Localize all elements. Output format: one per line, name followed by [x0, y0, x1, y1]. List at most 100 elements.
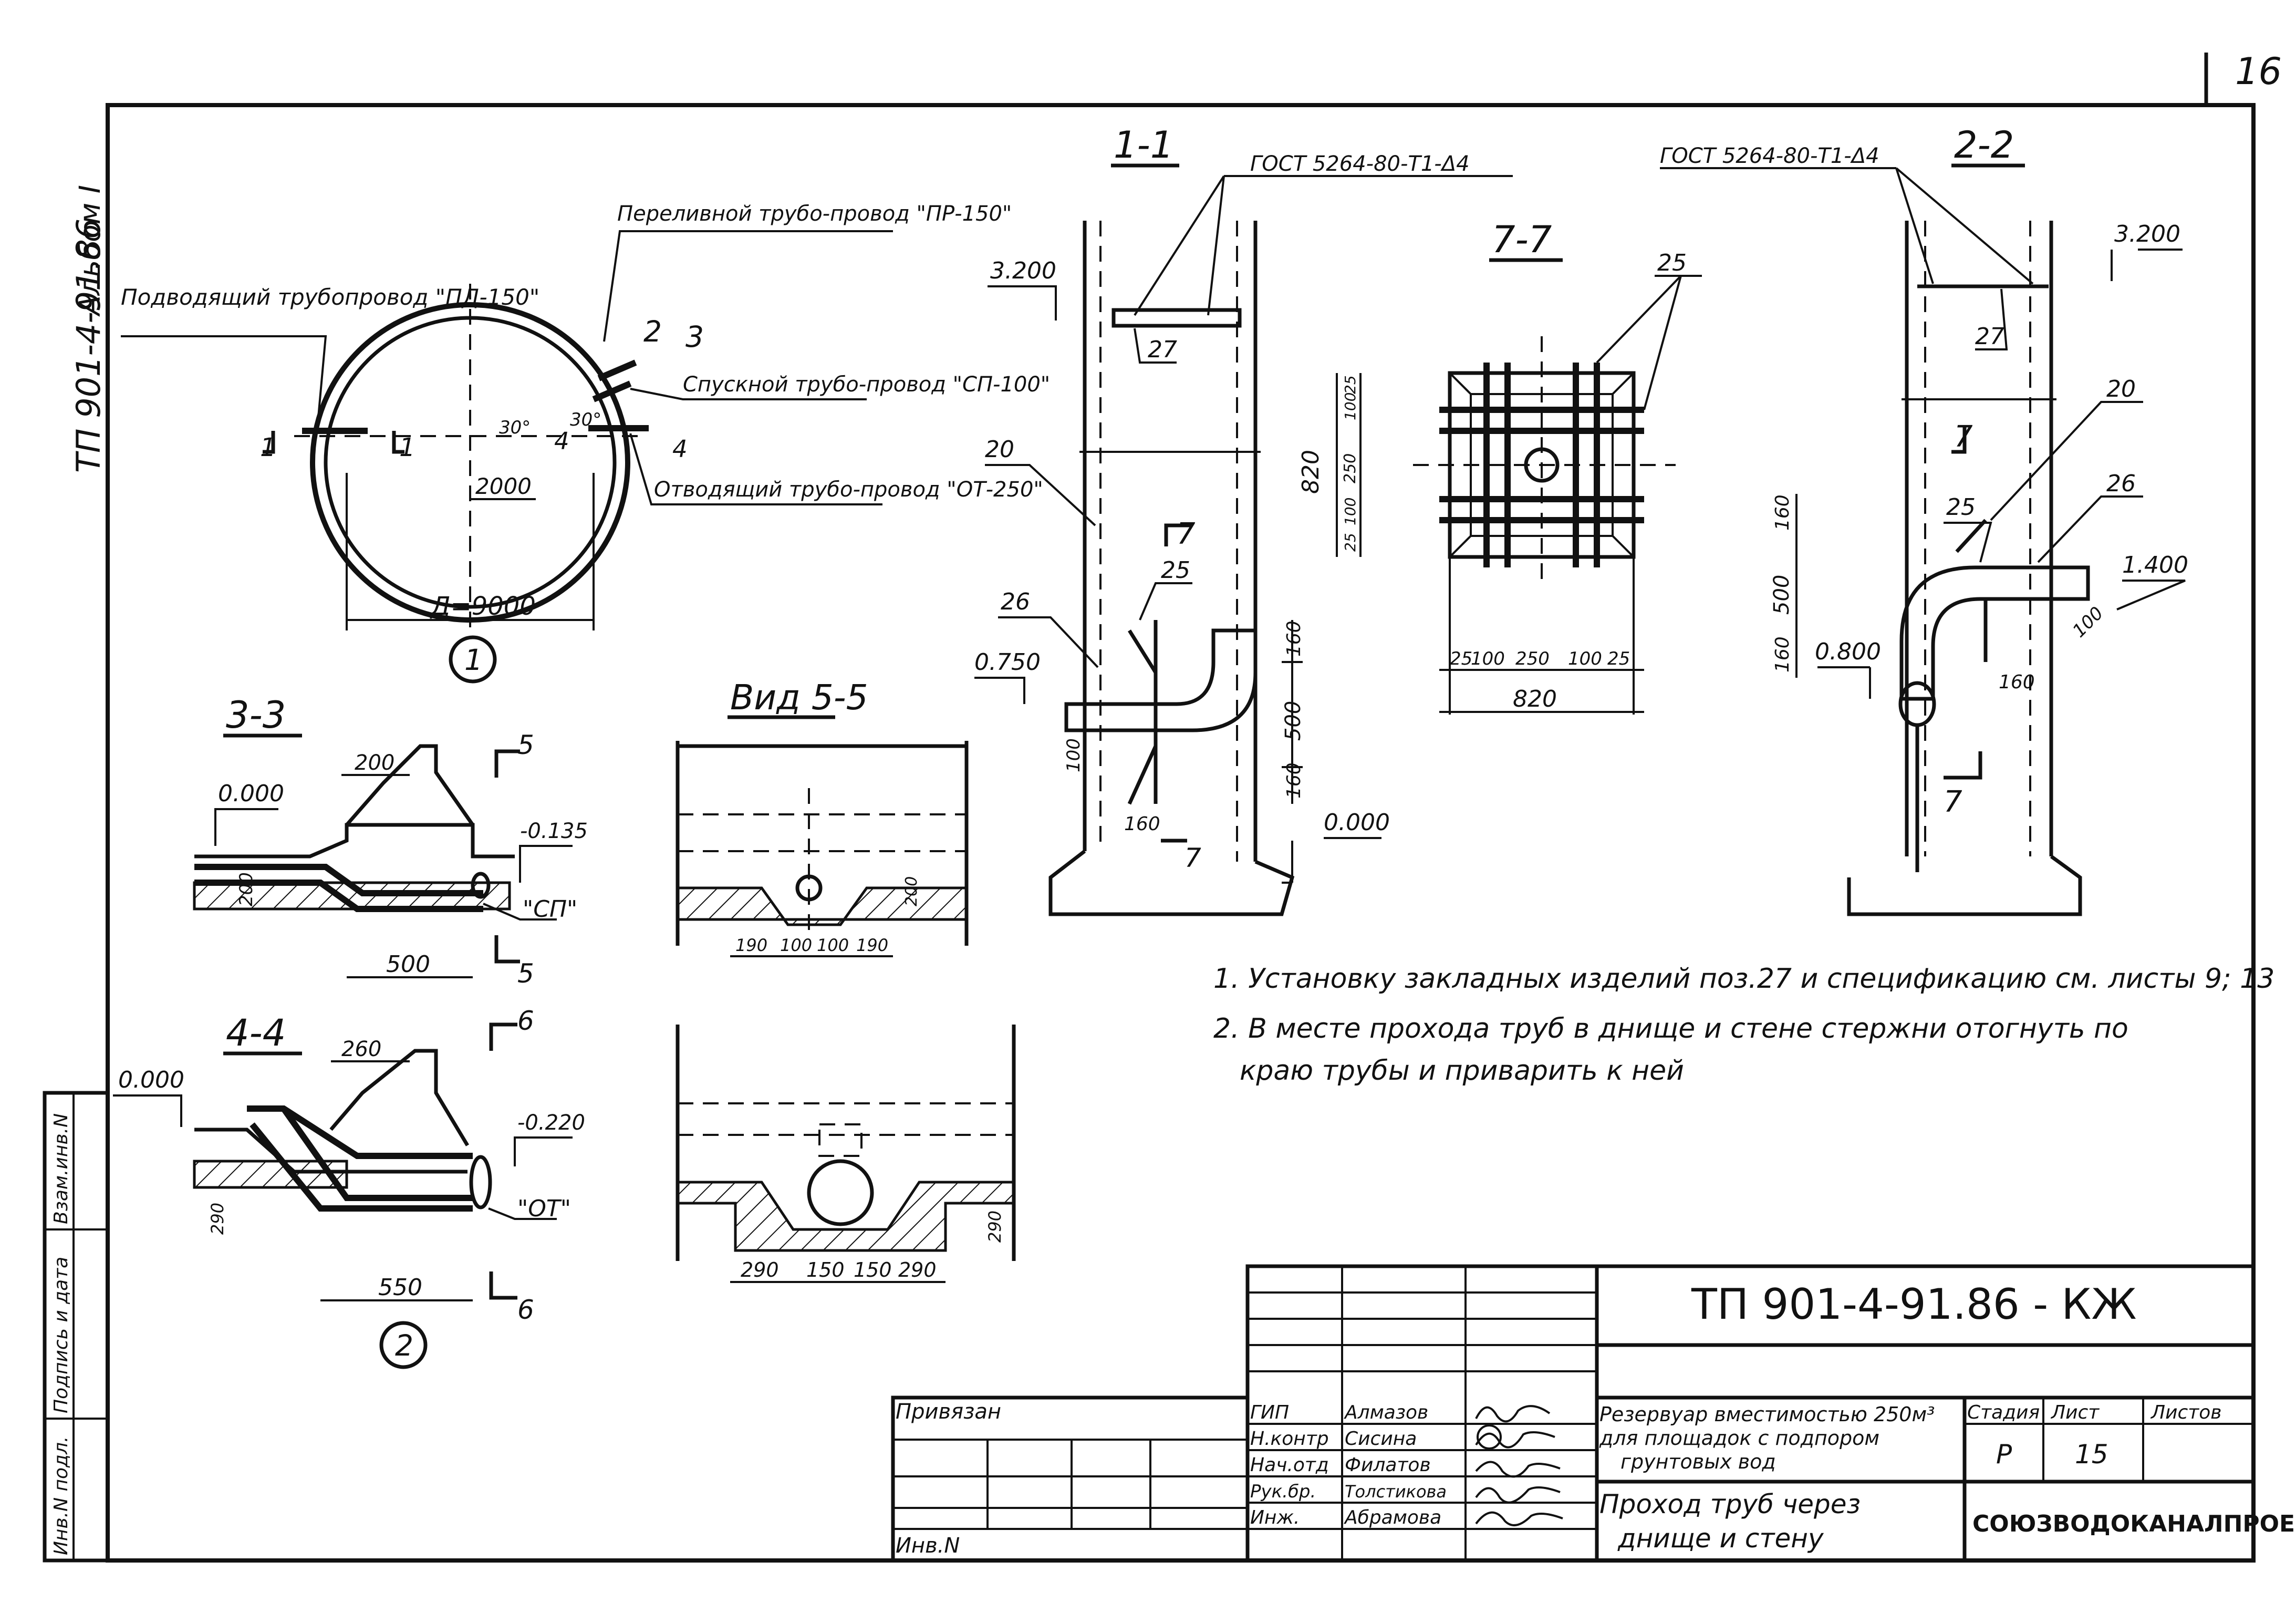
section-4-4: 4-4 0.000 -0.220 "ОТ" 260 550 290 6 6 2: [113, 1006, 585, 1369]
section-44-title: 4-4: [226, 1011, 286, 1054]
s11-dim-160c: 160: [1124, 813, 1160, 835]
v66-dim-150b: 150: [854, 1258, 892, 1281]
s22-pos-20: 20: [2106, 376, 2136, 402]
s33-pipe: "СП": [523, 896, 577, 923]
side-stamp-replaced: Взам.инв.N: [50, 1113, 72, 1224]
s22-cut-mark-top: 7: [1954, 420, 1973, 454]
stamp-title-sheet-a: Проход труб через: [1599, 1489, 1861, 1519]
s33-dim-top: 200: [355, 751, 394, 775]
s11-level-top: 3.200: [990, 257, 1056, 284]
plan-mark-1-left: 1: [260, 433, 276, 462]
s44-callout-circle: [379, 1321, 428, 1369]
s11-dim-160b: 160: [1283, 762, 1305, 799]
s33-level-top: 0.000: [218, 780, 284, 807]
s77-pos-25: 25: [1657, 250, 1687, 276]
role-nachotd: Нач.отд: [1250, 1454, 1329, 1476]
s11-pos-25: 25: [1161, 557, 1190, 584]
s77-dim-b-100a: 100: [1471, 648, 1505, 669]
name-gip: Алмазов: [1344, 1402, 1428, 1423]
s77-dim-b-25a: 25: [1450, 648, 1472, 669]
stamp-privyazan: Привязан: [896, 1400, 1001, 1424]
s77-dim-v-100b: 100: [1342, 498, 1359, 525]
stamp-stage-label: Стадия: [1967, 1402, 2040, 1423]
name-rukbr: Толстикова: [1345, 1482, 1447, 1502]
s77-dim-b-250: 250: [1515, 648, 1550, 669]
s11-level-zero: 0.000: [1324, 809, 1390, 836]
s44-mark-bottom: 6: [517, 1295, 534, 1325]
s11-cut-mark-bottom: 7: [1185, 843, 1201, 873]
plan-mark-4a: 4: [554, 427, 569, 455]
s44-level-pipe: -0.220: [517, 1111, 585, 1135]
view-5-5: Вид 5-5 190 100 100 190 200: [676, 677, 969, 957]
s77-dim-v-25a: 25: [1342, 375, 1359, 394]
s11-pos-27: 27: [1148, 336, 1177, 363]
plan-diameter-dim: Д=9000: [430, 592, 536, 621]
s44-dim-slab: 290: [207, 1203, 227, 1235]
side-stamp-signature: Подпись и дата: [50, 1257, 72, 1413]
s22-dim-500: 500: [1770, 575, 1794, 615]
section-33-title: 3-3: [226, 694, 286, 737]
plan-angle-b: 30°: [570, 409, 601, 430]
v55-side-dim: 200: [902, 876, 921, 906]
s77-dim-820-h: 820: [1513, 686, 1557, 712]
s11-cut-mark-top: 7: [1177, 517, 1196, 551]
plan-view: 1 1 2 3 4 4 30° 30° 2000 Д=9000 1 Подвод…: [121, 202, 1050, 684]
s33-mark-bottom: 5: [517, 958, 534, 989]
page-number: 16: [2235, 50, 2282, 93]
stamp-inv: Инв.N: [896, 1534, 960, 1558]
s77-dim-v-25b: 25: [1342, 533, 1359, 552]
s77-dim-b-25b: 25: [1607, 648, 1630, 669]
s77-dim-v-100a: 100: [1342, 392, 1359, 420]
stamp-stage: Р: [1996, 1439, 2012, 1470]
pipe-outlet-label: Отводящий трубо-провод "ОТ-250": [654, 478, 1043, 502]
s22-pos-25: 25: [1946, 494, 1976, 521]
section-11-gost: ГОСТ 5264-80-Т1-Δ4: [1250, 152, 1470, 176]
s44-callout: 2: [395, 1329, 413, 1362]
plan-mark-2: 2: [643, 315, 662, 348]
notes: 1. Установку закладных изделий поз.27 и …: [1213, 963, 2274, 1087]
role-nkontr: Н.контр: [1250, 1428, 1329, 1450]
name-nachotd: Филатов: [1345, 1454, 1431, 1476]
plan-offset-dim: 2000: [475, 473, 532, 499]
v55-dim-100a: 100: [780, 935, 812, 955]
s44-dim-bottom: 550: [378, 1274, 422, 1301]
role-rukbr: Рук.бр.: [1250, 1481, 1316, 1502]
plan-mark-3: 3: [685, 320, 704, 354]
s22-level-top: 3.200: [2114, 221, 2180, 247]
v55-dim-190a: 190: [735, 935, 767, 955]
s22-dim-160a: 160: [1772, 494, 1793, 531]
s44-level-top: 0.000: [118, 1067, 184, 1093]
s11-pos-26: 26: [1001, 588, 1030, 615]
stamp-sheets-label: Листов: [2150, 1402, 2221, 1423]
stamp-code: ТП 901-4-91.86 - КЖ: [1691, 1280, 2137, 1329]
stamp-org: СОЮЗВОДОКАНАЛПРОЕКТ: [1972, 1511, 2296, 1537]
v66-dim-290b: 290: [898, 1258, 937, 1281]
side-stamp: Инв.N подл. Подпись и дата Взам.инв.N: [43, 1091, 110, 1563]
view-55-title: Вид 5-5: [730, 677, 868, 718]
pipe-inlet-label: Подводящий трубопровод "ПД-150": [121, 284, 539, 310]
s44-dim-top: 260: [341, 1037, 381, 1061]
s22-dim-100: 100: [2069, 603, 2107, 642]
note-2b: краю трубы и приварить к ней: [1240, 1055, 1684, 1087]
s77-dim-v-250: 250: [1341, 453, 1359, 483]
stamp-sheet: 15: [2075, 1439, 2108, 1470]
name-nkontr: Сисина: [1345, 1428, 1417, 1450]
s11-dim-100: 100: [1063, 738, 1084, 772]
section-22-title: 2-2: [1954, 123, 2014, 167]
s44-mark-top: 6: [517, 1006, 534, 1036]
section-2-2: 2-2 ГОСТ 5264-80-Т1-Δ4 3.200 1.400 0.800…: [1660, 123, 2188, 916]
s33-level-pipe: -0.135: [520, 819, 588, 843]
s22-dim-160c: 160: [1999, 671, 2035, 693]
plan-callout-circle: [449, 635, 497, 684]
s22-cut-mark-bottom: 7: [1944, 785, 1962, 819]
s44-pipe: "ОТ": [517, 1195, 571, 1222]
plan-angle-a: 30°: [499, 417, 531, 438]
v66-side-dim: 290: [985, 1211, 1005, 1243]
note-2a: 2. В месте прохода труб в днище и стене …: [1213, 1013, 2128, 1045]
s11-dim-500: 500: [1281, 701, 1305, 741]
stamp-title-object-c: грунтовых вод: [1620, 1450, 1776, 1473]
section-3-3: 3-3 0.000 -0.135 "СП" 200 500 200 5 5: [193, 694, 588, 989]
stamp-sheet-label: Лист: [2050, 1402, 2100, 1423]
album-stamp: Альбом I: [73, 185, 107, 317]
